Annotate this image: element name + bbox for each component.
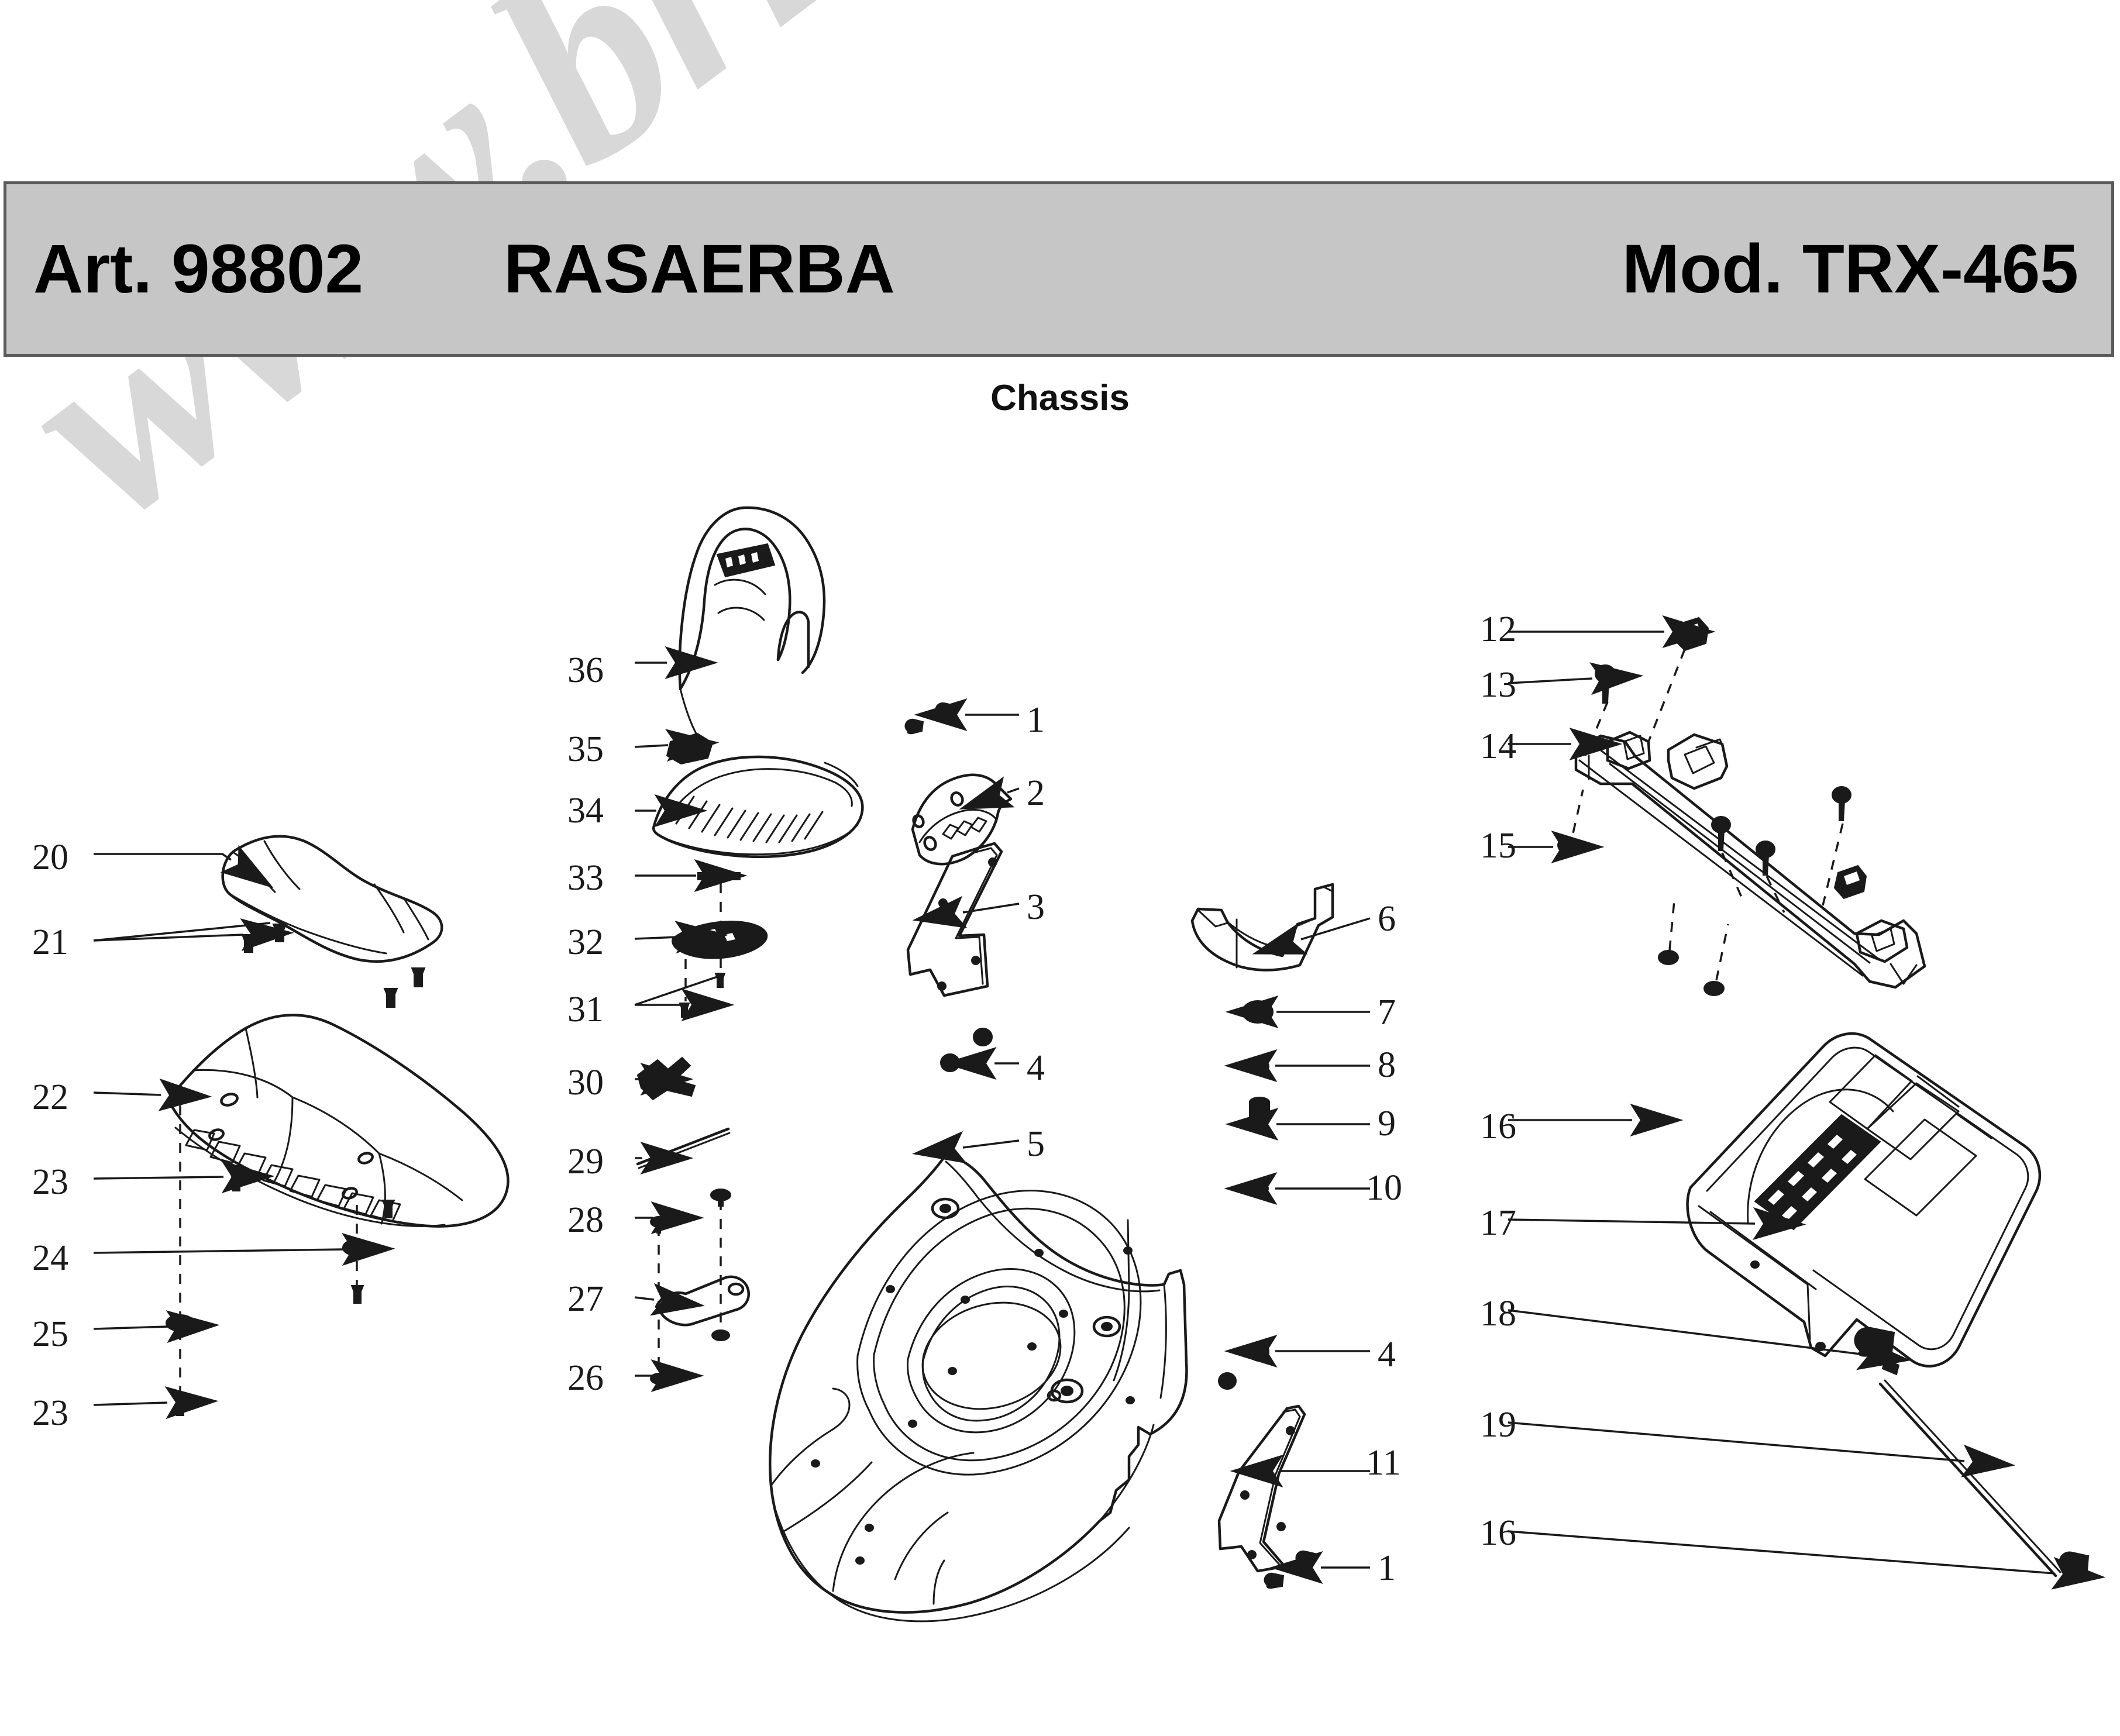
callout-label-9: 9 — [1378, 1104, 1396, 1143]
callout-label-34: 34 — [567, 791, 604, 831]
callout-label-26: 26 — [567, 1358, 604, 1398]
callout-label-15: 15 — [1480, 826, 1516, 866]
callout-label-31: 31 — [567, 990, 604, 1029]
callout-label-25: 25 — [32, 1314, 68, 1354]
callout-label-18: 18 — [1480, 1294, 1516, 1334]
part-17-rear-cover-housing — [1686, 1032, 2042, 1368]
callout-label-21: 21 — [32, 922, 68, 962]
callout-label-6: 6 — [1378, 899, 1396, 939]
product-name: RASAERBA — [504, 230, 895, 308]
callout-label-10: 10 — [1366, 1168, 1402, 1208]
part-3-side-plate-left — [906, 842, 1003, 997]
callout-label-2: 2 — [1027, 773, 1045, 813]
part-11-side-plate-right — [1217, 1404, 1306, 1573]
callout-label-36: 36 — [567, 650, 604, 690]
part-2-curved-bracket — [911, 773, 1013, 866]
header-band: Art. 98802 RASAERBA Mod. TRX-465 — [4, 181, 2114, 357]
part-20-lower-screws — [383, 967, 426, 1008]
part-5-main-chassis-deck — [769, 1153, 1188, 1623]
callout-label-11: 11 — [1366, 1443, 1401, 1483]
callout-label-3: 3 — [1027, 887, 1045, 927]
callout-label-24: 24 — [32, 1238, 68, 1278]
part-4-nuts-top — [940, 1028, 993, 1072]
parts-26-28-screws — [650, 1189, 731, 1384]
part-30-throttle-lever — [636, 1056, 696, 1101]
callout-label-12: 12 — [1480, 609, 1516, 649]
part-35-clip — [666, 732, 714, 765]
callout-label-1b: 1 — [1378, 1548, 1396, 1588]
callout-label-33: 33 — [567, 858, 604, 898]
callout-label-16b: 16 — [1480, 1513, 1516, 1553]
model-number: Mod. TRX-465 — [1622, 230, 2078, 308]
part-4-nuts-lower — [1218, 1342, 1269, 1390]
callout-label-22: 22 — [32, 1077, 68, 1117]
callout-label-23b: 23 — [32, 1393, 68, 1433]
part-22-grass-bag-shell — [167, 1014, 510, 1228]
callout-label-1a: 1 — [1027, 700, 1045, 740]
callout-label-4b: 4 — [1378, 1335, 1396, 1375]
callout-label-8: 8 — [1378, 1045, 1396, 1085]
article-number: Art. 98802 — [33, 230, 364, 308]
callout-label-20: 20 — [32, 838, 68, 877]
parts-16-18-19-cable-assembly — [1854, 1327, 2090, 1577]
callout-leaders — [93, 615, 2106, 1590]
callout-label-7: 7 — [1378, 993, 1396, 1032]
callout-label-4a: 4 — [1027, 1048, 1045, 1088]
parts-12-13-15-fasteners — [1557, 616, 1867, 996]
callout-label-14: 14 — [1480, 726, 1516, 766]
part-36-engine-shroud — [678, 506, 826, 737]
callout-label-16a: 16 — [1480, 1107, 1516, 1146]
callout-label-30: 30 — [567, 1063, 604, 1103]
part-20-handle-trim — [221, 835, 443, 963]
callout-label-17: 17 — [1480, 1203, 1516, 1243]
part-33-pin — [697, 872, 741, 880]
callout-label-28: 28 — [567, 1200, 604, 1240]
part-32-lever-plate — [672, 921, 768, 959]
callout-label-27: 27 — [567, 1279, 604, 1319]
part-21-screws — [241, 924, 287, 953]
callout-label-5: 5 — [1027, 1124, 1045, 1164]
section-subtitle: Chassis — [990, 378, 1130, 418]
callout-label-35: 35 — [567, 729, 604, 769]
callout-label-29: 29 — [567, 1142, 604, 1182]
callout-label-13: 13 — [1480, 665, 1516, 705]
callout-label-23a: 23 — [32, 1162, 68, 1202]
parts-7-8-9-10-fasteners — [1242, 1000, 1274, 1196]
part-6-deflector-chute — [1190, 883, 1334, 972]
part-27-bracket-link — [655, 1275, 750, 1327]
part-14-rear-deflector-bar — [1574, 731, 1926, 989]
part-34-vented-cover — [652, 755, 864, 858]
part-29-rod — [636, 1127, 731, 1169]
callout-label-32: 32 — [567, 922, 604, 962]
part-1-bolts-top — [904, 702, 956, 735]
callout-label-19: 19 — [1480, 1405, 1516, 1445]
part-23-24-25-fasteners — [166, 1105, 395, 1416]
